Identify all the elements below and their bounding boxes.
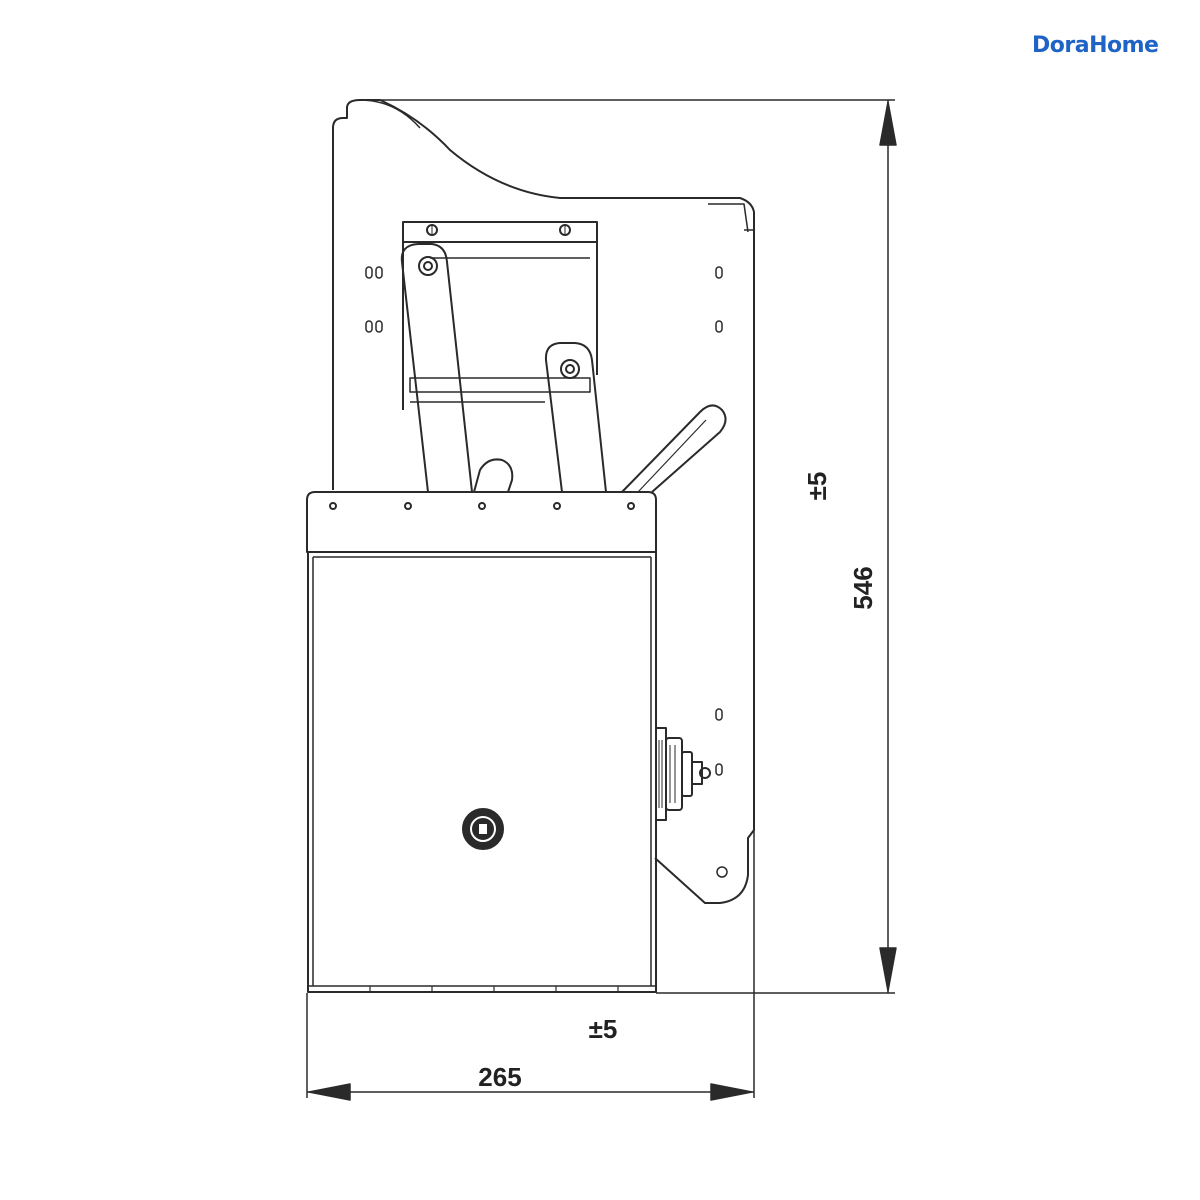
side-damper <box>655 727 711 821</box>
width-tolerance-label: ±5 <box>589 1014 618 1044</box>
lower-rod <box>473 458 514 493</box>
lock-knob <box>462 808 504 850</box>
lift-arm-right <box>544 342 607 493</box>
lift-arm-left <box>400 243 473 493</box>
inner-bracket <box>402 221 598 410</box>
height-tolerance-label: ±5 <box>802 472 832 501</box>
mounting-holes <box>365 266 728 878</box>
back-plate <box>332 99 755 904</box>
brand-logo: DoraHome <box>1032 33 1159 58</box>
width-value-label: 265 <box>478 1062 521 1092</box>
handle-rod <box>621 404 727 493</box>
height-value-label: 546 <box>848 566 878 609</box>
basket-body <box>307 551 657 993</box>
height-dimension <box>380 99 897 994</box>
width-dimension <box>306 830 755 1101</box>
basket-top-rail <box>306 491 657 553</box>
